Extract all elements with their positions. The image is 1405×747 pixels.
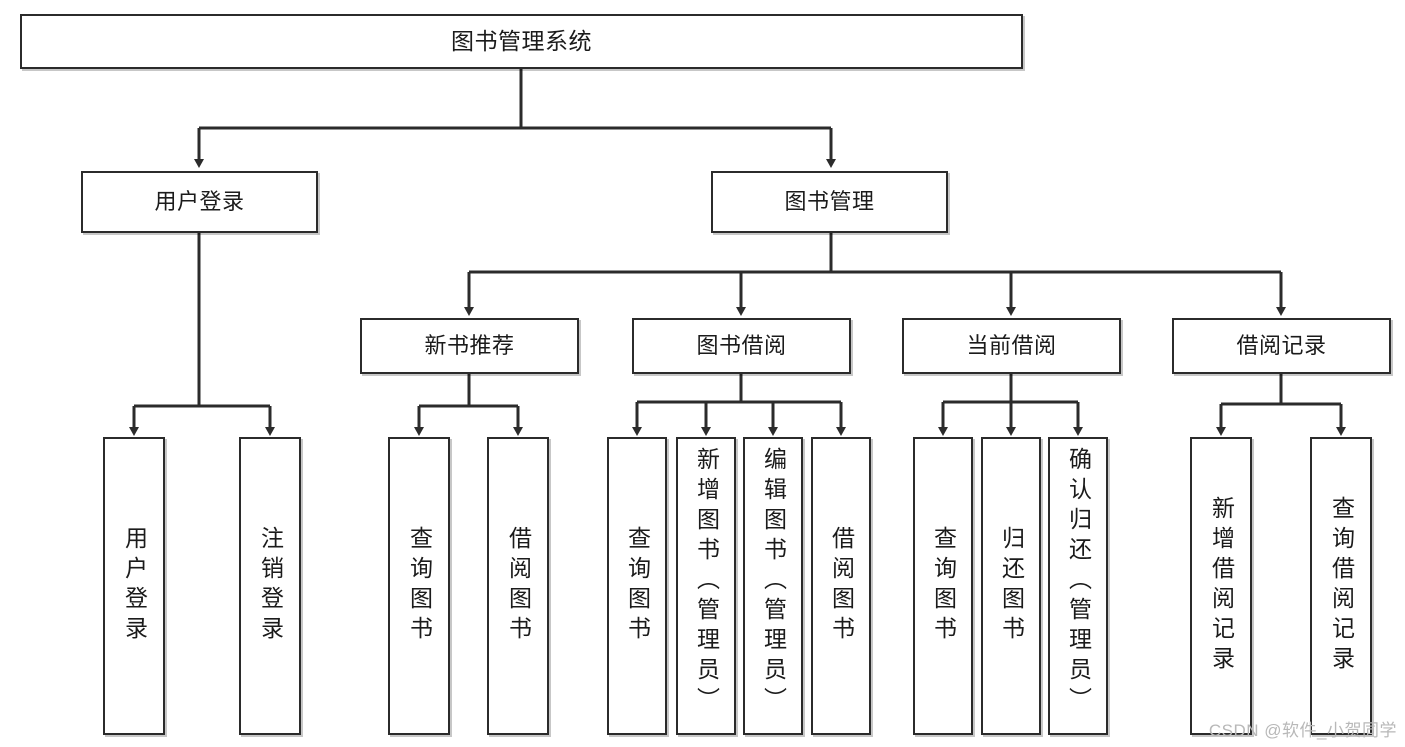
node-leaf-query-book-recommend-label: 查询图书 (406, 526, 433, 646)
node-leaf-confirm-return-admin-label: 确认归还（管理员） (1065, 447, 1092, 717)
node-root-label: 图书管理系统 (451, 28, 592, 55)
node-leaf-query-book-borrow[interactable]: 查询图书 (607, 437, 667, 735)
node-borrow-record[interactable]: 借阅记录 (1172, 318, 1391, 374)
node-leaf-borrow-book-recommend-label: 借阅图书 (505, 526, 532, 646)
node-leaf-edit-book-admin[interactable]: 编辑图书（管理员） (743, 437, 803, 735)
node-leaf-return-book-label: 归还图书 (998, 526, 1025, 646)
node-book-borrow-label: 图书借阅 (696, 333, 787, 359)
node-current-borrow[interactable]: 当前借阅 (902, 318, 1121, 374)
node-new-book-recommend[interactable]: 新书推荐 (360, 318, 579, 374)
node-book-manage-label: 图书管理 (784, 189, 875, 215)
node-leaf-user-login-label: 用户登录 (121, 526, 148, 646)
node-borrow-record-label: 借阅记录 (1236, 333, 1327, 359)
node-leaf-add-borrow-record[interactable]: 新增借阅记录 (1190, 437, 1252, 735)
node-leaf-query-book-current-label: 查询图书 (930, 526, 957, 646)
node-leaf-confirm-return-admin[interactable]: 确认归还（管理员） (1048, 437, 1108, 735)
node-leaf-user-login[interactable]: 用户登录 (103, 437, 165, 735)
node-leaf-borrow-book[interactable]: 借阅图书 (811, 437, 871, 735)
node-current-borrow-label: 当前借阅 (966, 333, 1057, 359)
node-user-login-label: 用户登录 (154, 189, 245, 215)
node-new-book-recommend-label: 新书推荐 (424, 333, 515, 359)
node-leaf-add-book-admin[interactable]: 新增图书（管理员） (676, 437, 736, 735)
node-leaf-edit-book-admin-label: 编辑图书（管理员） (760, 447, 787, 717)
node-user-login[interactable]: 用户登录 (81, 171, 318, 233)
node-leaf-add-book-admin-label: 新增图书（管理员） (693, 447, 720, 717)
node-leaf-query-borrow-record-label: 查询借阅记录 (1328, 496, 1355, 676)
node-leaf-logout-login[interactable]: 注销登录 (239, 437, 301, 735)
node-leaf-add-borrow-record-label: 新增借阅记录 (1208, 496, 1235, 676)
node-leaf-query-book-current[interactable]: 查询图书 (913, 437, 973, 735)
node-leaf-query-borrow-record[interactable]: 查询借阅记录 (1310, 437, 1372, 735)
node-book-manage[interactable]: 图书管理 (711, 171, 948, 233)
node-leaf-return-book[interactable]: 归还图书 (981, 437, 1041, 735)
node-leaf-query-book-recommend[interactable]: 查询图书 (388, 437, 450, 735)
node-leaf-borrow-book-recommend[interactable]: 借阅图书 (487, 437, 549, 735)
node-leaf-query-book-borrow-label: 查询图书 (624, 526, 651, 646)
node-leaf-logout-login-label: 注销登录 (257, 526, 284, 646)
watermark-text: CSDN @软件_小贺同学 (1208, 721, 1397, 740)
node-root[interactable]: 图书管理系统 (20, 14, 1023, 69)
node-leaf-borrow-book-label: 借阅图书 (828, 526, 855, 646)
node-book-borrow[interactable]: 图书借阅 (632, 318, 851, 374)
